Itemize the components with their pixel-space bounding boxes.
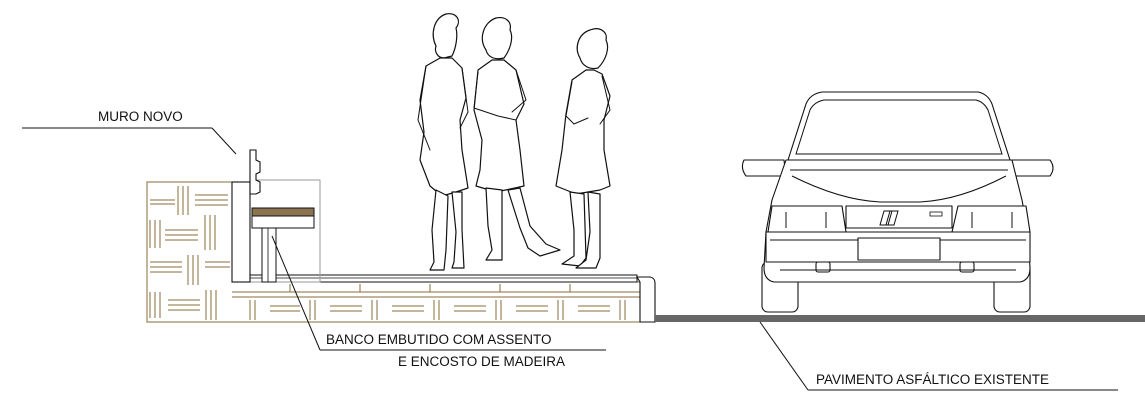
- wooden-seat: [251, 207, 315, 217]
- pavimento-text: PAVIMENTO ASFÁLTICO EXISTENTE: [816, 372, 1049, 387]
- banco-text-line1: BANCO EMBUTIDO COM ASSENTO: [326, 332, 552, 347]
- muro-novo-text: MURO NOVO: [98, 109, 183, 124]
- label-banco: BANCO EMBUTIDO COM ASSENTO E ENCOSTO DE …: [271, 235, 606, 369]
- brick-planter: [146, 181, 641, 323]
- asphalt-pavement: [655, 315, 1145, 322]
- label-pavimento: PAVIMENTO ASFÁLTICO EXISTENTE: [759, 321, 1118, 391]
- curb: [636, 276, 656, 323]
- person-middle: [473, 17, 561, 261]
- car-front-view: [741, 91, 1054, 313]
- banco-text-line2: E ENCOSTO DE MADEIRA: [398, 354, 565, 369]
- new-wall: [231, 181, 251, 283]
- person-left: [417, 13, 469, 271]
- label-muro-novo: MURO NOVO: [22, 109, 237, 155]
- people-figures: [417, 13, 611, 271]
- sidewalk: [231, 274, 656, 323]
- person-right: [555, 28, 611, 269]
- bench-and-wall: [231, 149, 321, 283]
